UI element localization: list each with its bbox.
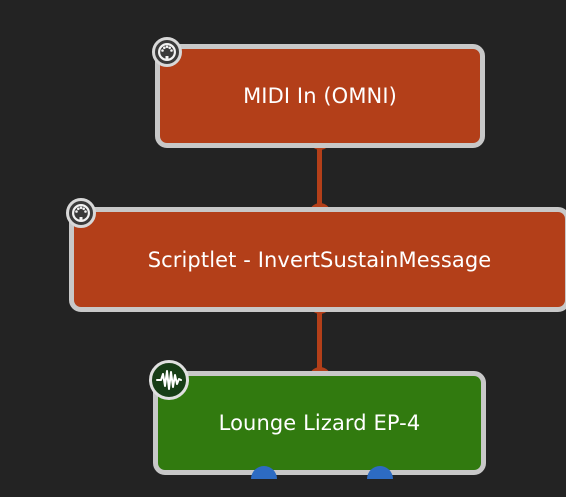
window-edge <box>566 0 582 497</box>
lounge-lizard-audio-out-left-port[interactable] <box>251 466 277 479</box>
node-midi-in[interactable]: MIDI In (OMNI) <box>155 44 485 148</box>
connection-scriptlet-to-lounge-lizard[interactable] <box>317 312 322 374</box>
node-lounge-lizard[interactable]: Lounge Lizard EP-4 <box>153 371 486 475</box>
connection-midi-in-to-scriptlet[interactable] <box>317 148 322 210</box>
node-label: Scriptlet - InvertSustainMessage <box>147 247 492 272</box>
audio-waveform-icon <box>149 360 189 400</box>
node-label: Lounge Lizard EP-4 <box>218 411 421 435</box>
node-scriptlet[interactable]: Scriptlet - InvertSustainMessage <box>69 207 570 312</box>
graph-area[interactable]: MIDI In (OMNI) Scriptlet - InvertSustain… <box>0 0 570 497</box>
lounge-lizard-audio-out-right-port[interactable] <box>367 466 393 479</box>
midi-din-icon <box>152 37 182 67</box>
node-label: MIDI In (OMNI) <box>243 84 397 108</box>
midi-din-icon <box>66 198 96 228</box>
